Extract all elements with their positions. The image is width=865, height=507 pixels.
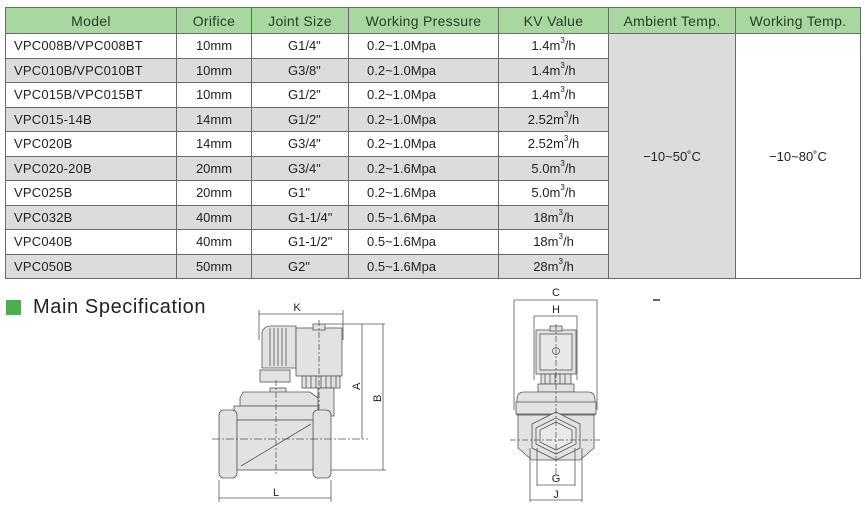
kv-cell: 18m3/h	[498, 204, 609, 230]
pressure-cell: 0.5~1.6Mpa	[348, 253, 499, 279]
model-cell: VPC015B/VPC015BT	[5, 82, 177, 108]
model-cell: VPC010B/VPC010BT	[5, 57, 177, 83]
model-cell: VPC020-20B	[5, 155, 177, 181]
joint-size-cell: G1"	[251, 180, 349, 206]
section-heading: Main Specification	[6, 296, 206, 319]
dimension-label-c: C	[552, 287, 560, 299]
orifice-cell: 10mm	[176, 82, 252, 108]
header-model: Model	[5, 7, 177, 34]
kv-cell: 5.0m3/h	[498, 180, 609, 206]
pressure-cell: 0.2~1.0Mpa	[348, 106, 499, 132]
ambient-temp-cell: −10~50˚C	[608, 33, 736, 279]
dimension-label-h: H	[552, 304, 560, 316]
dimension-label-k: K	[293, 302, 301, 314]
table-row: VPC025B 20mm G1" 0.2~1.6Mpa 5.0m3/h	[5, 180, 861, 206]
table-row: VPC015B/VPC015BT 10mm G1/2" 0.2~1.0Mpa 1…	[5, 82, 861, 108]
joint-size-cell: G3/4"	[251, 155, 349, 181]
kv-cell: 2.52m3/h	[498, 106, 609, 132]
kv-cell: 1.4m3/h	[498, 33, 609, 59]
pressure-cell: 0.2~1.6Mpa	[348, 155, 499, 181]
joint-size-cell: G1-1/2"	[251, 229, 349, 255]
kv-cell: 5.0m3/h	[498, 155, 609, 181]
orifice-cell: 20mm	[176, 155, 252, 181]
kv-cell: 28m3/h	[498, 253, 609, 279]
joint-size-cell: G1/2"	[251, 106, 349, 132]
joint-size-cell: G2"	[251, 253, 349, 279]
specification-table: Model Orifice Joint Size Working Pressur…	[5, 7, 861, 279]
green-square-bullet-icon	[6, 300, 21, 315]
model-cell: VPC020B	[5, 131, 177, 157]
header-working-temp: Working Temp.	[735, 7, 861, 34]
joint-size-cell: G1/4"	[251, 33, 349, 59]
header-joint-size: Joint Size	[251, 7, 349, 34]
orifice-cell: 14mm	[176, 106, 252, 132]
table-header-row: Model Orifice Joint Size Working Pressur…	[5, 7, 861, 34]
model-cell: VPC008B/VPC008BT	[5, 33, 177, 59]
orifice-cell: 20mm	[176, 180, 252, 206]
kv-cell: 1.4m3/h	[498, 82, 609, 108]
joint-size-cell: G3/4"	[251, 131, 349, 157]
model-cell: VPC040B	[5, 229, 177, 255]
header-kv-value: KV Value	[498, 7, 609, 34]
valve-side-view-drawing: K L A B	[212, 302, 386, 502]
kv-cell: 18m3/h	[498, 229, 609, 255]
table-row: VPC050B 50mm G2" 0.5~1.6Mpa 28m3/h	[5, 253, 861, 279]
joint-size-cell: G1-1/4"	[251, 204, 349, 230]
orifice-cell: 40mm	[176, 229, 252, 255]
header-working-pressure: Working Pressure	[348, 7, 499, 34]
dimension-label-a: A	[351, 382, 363, 390]
dimension-label-j: J	[553, 489, 559, 501]
pressure-cell: 0.2~1.6Mpa	[348, 180, 499, 206]
header-orifice: Orifice	[176, 7, 252, 34]
header-ambient-temp: Ambient Temp.	[608, 7, 736, 34]
orifice-cell: 40mm	[176, 204, 252, 230]
model-cell: VPC025B	[5, 180, 177, 206]
table-row: VPC008B/VPC008BT 10mm G1/4" 0.2~1.0Mpa 1…	[5, 33, 861, 279]
pressure-cell: 0.2~1.0Mpa	[348, 33, 499, 59]
pressure-cell: 0.2~1.0Mpa	[348, 82, 499, 108]
dimension-label-g: G	[552, 473, 561, 485]
pressure-cell: 0.5~1.6Mpa	[348, 229, 499, 255]
pressure-cell: 0.5~1.6Mpa	[348, 204, 499, 230]
joint-size-cell: G1/2"	[251, 82, 349, 108]
orifice-cell: 10mm	[176, 33, 252, 59]
orifice-cell: 14mm	[176, 131, 252, 157]
pressure-cell: 0.2~1.0Mpa	[348, 131, 499, 157]
model-cell: VPC050B	[5, 253, 177, 279]
table-row: VPC010B/VPC010BT 10mm G3/8" 0.2~1.0Mpa 1…	[5, 57, 861, 83]
table-row: VPC015-14B 14mm G1/2" 0.2~1.0Mpa 2.52m3/…	[5, 106, 861, 132]
pressure-cell: 0.2~1.0Mpa	[348, 57, 499, 83]
section-title: Main Specification	[33, 296, 207, 318]
orifice-cell: 10mm	[176, 57, 252, 83]
model-cell: VPC015-14B	[5, 106, 177, 132]
valve-front-view-drawing: C H G J	[510, 287, 660, 502]
orifice-cell: 50mm	[176, 253, 252, 279]
dimension-label-l: L	[273, 487, 279, 499]
model-cell: VPC032B	[5, 204, 177, 230]
dimension-label-b: B	[372, 395, 384, 402]
joint-size-cell: G3/8"	[251, 57, 349, 83]
kv-cell: 2.52m3/h	[498, 131, 609, 157]
kv-cell: 1.4m3/h	[498, 57, 609, 83]
working-temp-cell: −10~80˚C	[735, 33, 861, 279]
